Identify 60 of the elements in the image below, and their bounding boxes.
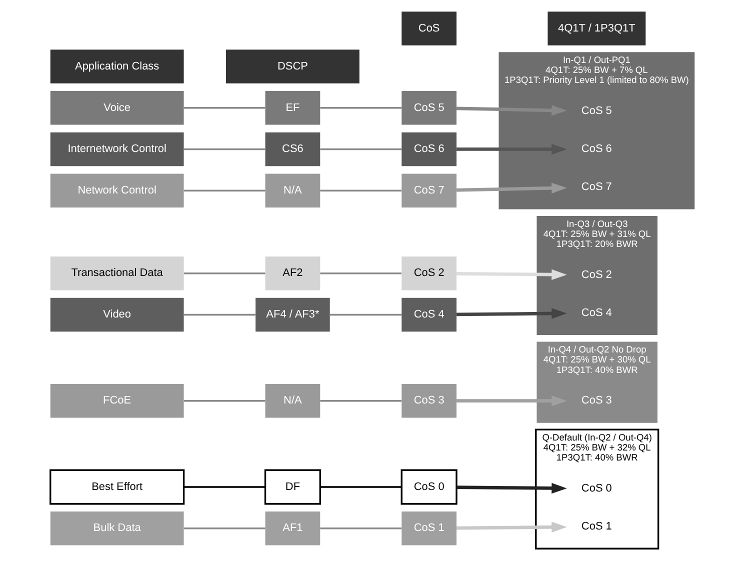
node-text: CoS 3 — [580, 394, 612, 407]
node-box: N/A — [264, 384, 320, 418]
node-box: DF — [264, 469, 320, 505]
connector — [183, 400, 265, 402]
node-text: CoS 5 — [580, 105, 612, 118]
node-box: AF1 — [264, 511, 320, 546]
node-box: CoS 1 — [401, 511, 456, 546]
arrow — [456, 269, 566, 280]
node-box: 4Q1T / 1P3Q1T — [547, 12, 646, 46]
connector — [183, 528, 265, 530]
node-text: CoS 0 — [580, 482, 612, 495]
arrow — [456, 522, 566, 532]
node-box: N/A — [264, 174, 320, 208]
node-text: CoS 1 — [580, 520, 612, 533]
arrow — [456, 308, 566, 319]
connector — [183, 272, 265, 274]
connector — [320, 148, 401, 150]
node-box: CoS 4 — [401, 298, 456, 332]
node-box: Video — [50, 298, 184, 332]
connector — [183, 148, 265, 150]
connector — [330, 314, 402, 316]
arrow — [456, 144, 566, 155]
connector — [320, 190, 401, 192]
connector — [183, 486, 265, 488]
node-box: DSCP — [226, 50, 359, 84]
node-text: CoS 2 — [580, 268, 612, 281]
arrow — [456, 396, 566, 406]
node-text: CoS 7 — [580, 181, 612, 194]
node-box: CoS 0 — [400, 469, 457, 505]
node-box: Best Effort — [49, 469, 184, 505]
node-box: Internetwork Control — [50, 132, 184, 166]
node-box: AF2 — [264, 256, 320, 290]
node-box: Transactional Data — [50, 256, 184, 290]
arrow — [456, 482, 566, 494]
node-box: CoS 5 — [401, 90, 456, 125]
connector — [183, 190, 265, 192]
connector — [183, 107, 265, 109]
node-box: CoS 6 — [401, 132, 456, 166]
node-box: Network Control — [50, 174, 184, 208]
arrow — [456, 105, 566, 116]
node-box: EF — [264, 90, 320, 125]
node-box: CS6 — [264, 132, 320, 166]
node-box: CoS 2 — [401, 256, 456, 290]
node-text: CoS 4 — [580, 306, 612, 319]
node-box: Application Class — [50, 50, 184, 84]
connector — [320, 486, 401, 488]
node-box: CoS — [401, 12, 456, 46]
node-box: Bulk Data — [50, 511, 184, 546]
node-box: CoS 3 — [401, 384, 456, 418]
node-box: AF4 / AF3* — [255, 298, 330, 332]
connector — [183, 314, 255, 316]
connector — [320, 400, 401, 402]
node-box: CoS 7 — [401, 174, 456, 208]
node-box: FCoE — [50, 384, 184, 418]
node-text: CoS 6 — [580, 143, 612, 156]
connector — [320, 528, 401, 530]
connector — [320, 272, 401, 274]
arrow — [456, 182, 566, 194]
node-box: Voice — [50, 90, 184, 125]
connector — [320, 107, 401, 109]
